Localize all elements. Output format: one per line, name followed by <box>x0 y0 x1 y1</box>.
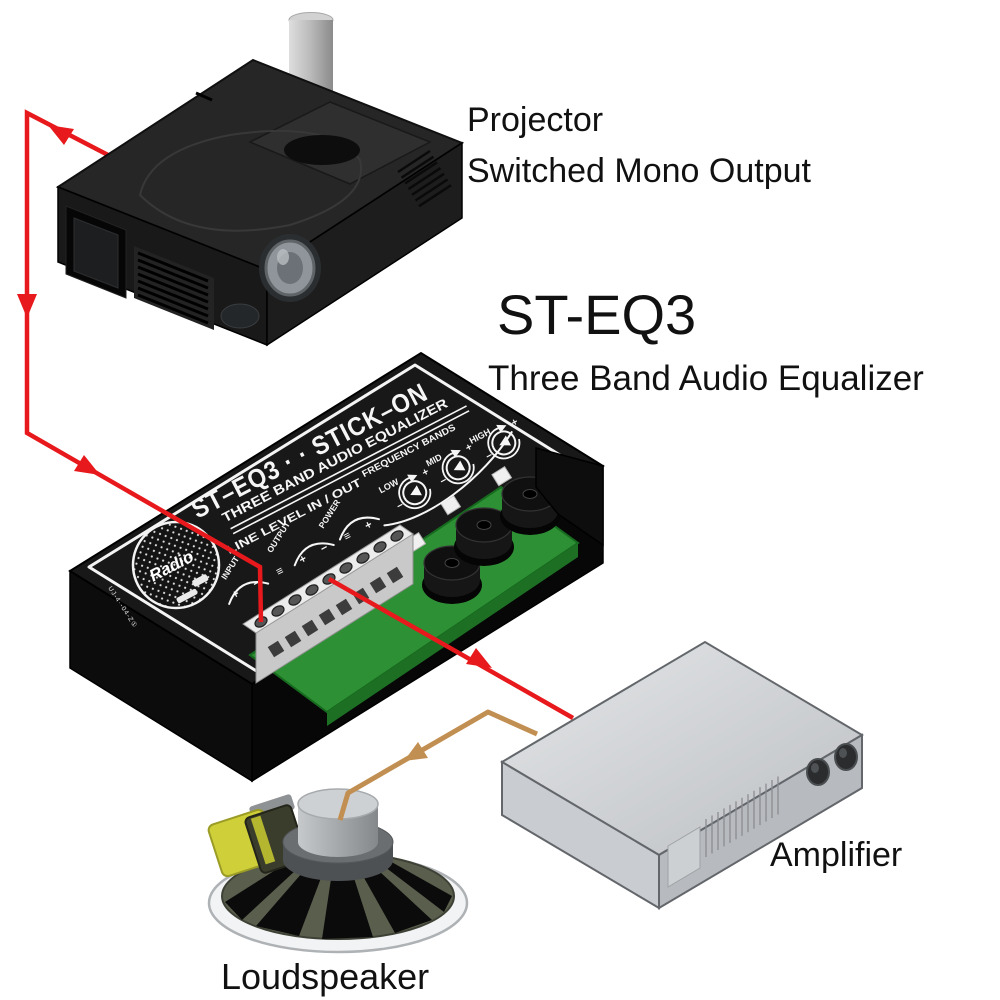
svg-text:+: + <box>464 441 475 454</box>
label-projector-sub: Switched Mono Output <box>467 152 812 190</box>
speaker-wire <box>337 709 539 821</box>
panel-rule <box>232 410 470 535</box>
diagram-labels: Projector Switched Mono Output ST-EQ3 Th… <box>221 101 924 997</box>
svg-text:−: − <box>484 449 495 462</box>
amplifier-display <box>667 826 701 888</box>
terminal-holes <box>267 566 404 658</box>
terminal-block <box>242 524 414 684</box>
band-signs: −+ −+ −+ <box>395 416 520 513</box>
projector-recess-panel <box>73 217 119 289</box>
arrowhead <box>74 455 100 475</box>
projector-lid-seam <box>138 129 363 232</box>
logo-tag <box>176 588 198 604</box>
projector-lens <box>259 234 321 302</box>
panel-rule <box>230 405 467 530</box>
svg-text:−: − <box>319 542 331 556</box>
eq-device: Radio UJ-4·-04-Z① <box>68 351 605 783</box>
svg-text:+: + <box>230 588 242 602</box>
label-eq-name: Three Band Audio Equalizer <box>488 359 924 398</box>
amplifier-vent-slats <box>705 776 779 857</box>
svg-text:≡: ≡ <box>274 565 286 579</box>
projector-notch <box>195 91 213 102</box>
eq-end-cap <box>535 447 604 547</box>
pcb-edge <box>327 543 578 726</box>
label-projector: Projector <box>467 101 603 139</box>
speaker-pole-top <box>297 788 379 820</box>
svg-text:−: − <box>395 499 406 512</box>
svg-text:+: + <box>363 519 375 533</box>
svg-text:−: − <box>251 577 263 591</box>
rdl-logo-icon: Radio <box>131 520 221 610</box>
loudspeaker-illustration <box>207 788 469 954</box>
arrowhead <box>404 742 428 761</box>
signal-arrow-projector-to-eq <box>17 109 264 623</box>
logo-tag <box>192 574 209 587</box>
label-amplifier: Amplifier <box>770 836 902 874</box>
speaker-basket-cutouts <box>225 860 452 939</box>
projector-side-grille <box>397 149 452 208</box>
label-loudspeaker: Loudspeaker <box>221 956 429 997</box>
knob-mid <box>454 507 514 566</box>
signal-arrow-eq-to-amplifier <box>327 577 575 720</box>
svg-text:+: + <box>297 553 309 567</box>
svg-text:+: + <box>509 416 520 429</box>
projector-foot <box>220 303 260 329</box>
projector-vents <box>137 251 209 325</box>
terminal-symbols: + − ≡ + − ≡ + <box>230 519 375 602</box>
arrowhead <box>17 294 37 318</box>
arrowhead <box>466 648 492 668</box>
panel-brackets <box>228 431 513 605</box>
knob-icon-arrows <box>407 424 512 496</box>
label-eq-model: ST-EQ3 <box>497 283 696 346</box>
amplifier-knobs <box>806 743 858 786</box>
arrowhead <box>48 125 74 145</box>
speaker-magnet-side <box>283 842 393 881</box>
svg-text:≡: ≡ <box>342 530 354 544</box>
amplifier-illustration <box>500 640 864 910</box>
mount-pole-base <box>284 135 360 165</box>
svg-text:−: − <box>438 474 449 487</box>
projector-illustration <box>55 12 465 347</box>
svg-text:+: + <box>420 466 431 479</box>
